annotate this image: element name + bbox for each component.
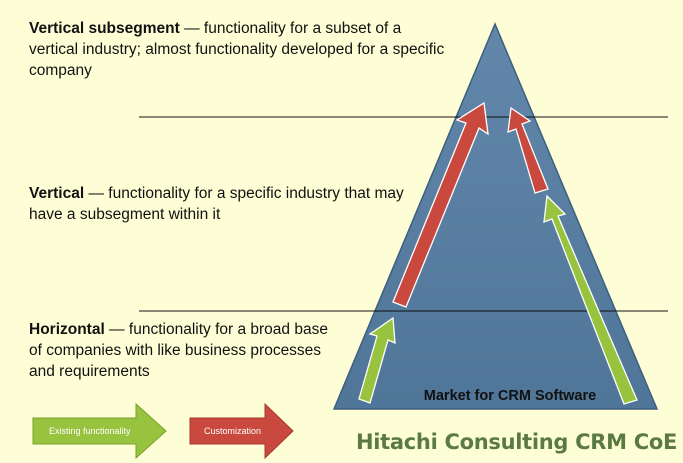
existing-functionality-arrow-right (543, 194, 638, 405)
section-vertical-subsegment: Vertical subsegment — functionality for … (29, 20, 445, 79)
market-pyramid (332, 22, 659, 410)
section-description: functionality for a subset of a vertical… (29, 20, 445, 79)
section-title: Vertical (29, 185, 85, 202)
section-title: Horizontal (29, 321, 105, 338)
legend-customization-arrow (189, 402, 294, 460)
section-vertical: Vertical — functionality for a specific … (29, 185, 404, 223)
legend-customization-label: Customization (204, 426, 261, 436)
section-description: functionality for a broad base of compan… (29, 321, 328, 380)
legend-existing-label: Existing functionality (49, 426, 131, 436)
customization-arrow-left (392, 101, 489, 308)
customization-arrow-right (507, 106, 549, 194)
pyramid-label: Market for CRM Software (424, 388, 596, 404)
section-description: functionality for a specific industry th… (29, 185, 404, 223)
existing-functionality-arrow-left (358, 316, 396, 404)
footer-brand: Hitachi Consulting CRM CoE (356, 430, 678, 454)
section-horizontal: Horizontal — functionality for a broad b… (29, 321, 328, 380)
section-title: Vertical subsegment (29, 20, 180, 37)
legend-existing-arrow (32, 402, 167, 460)
